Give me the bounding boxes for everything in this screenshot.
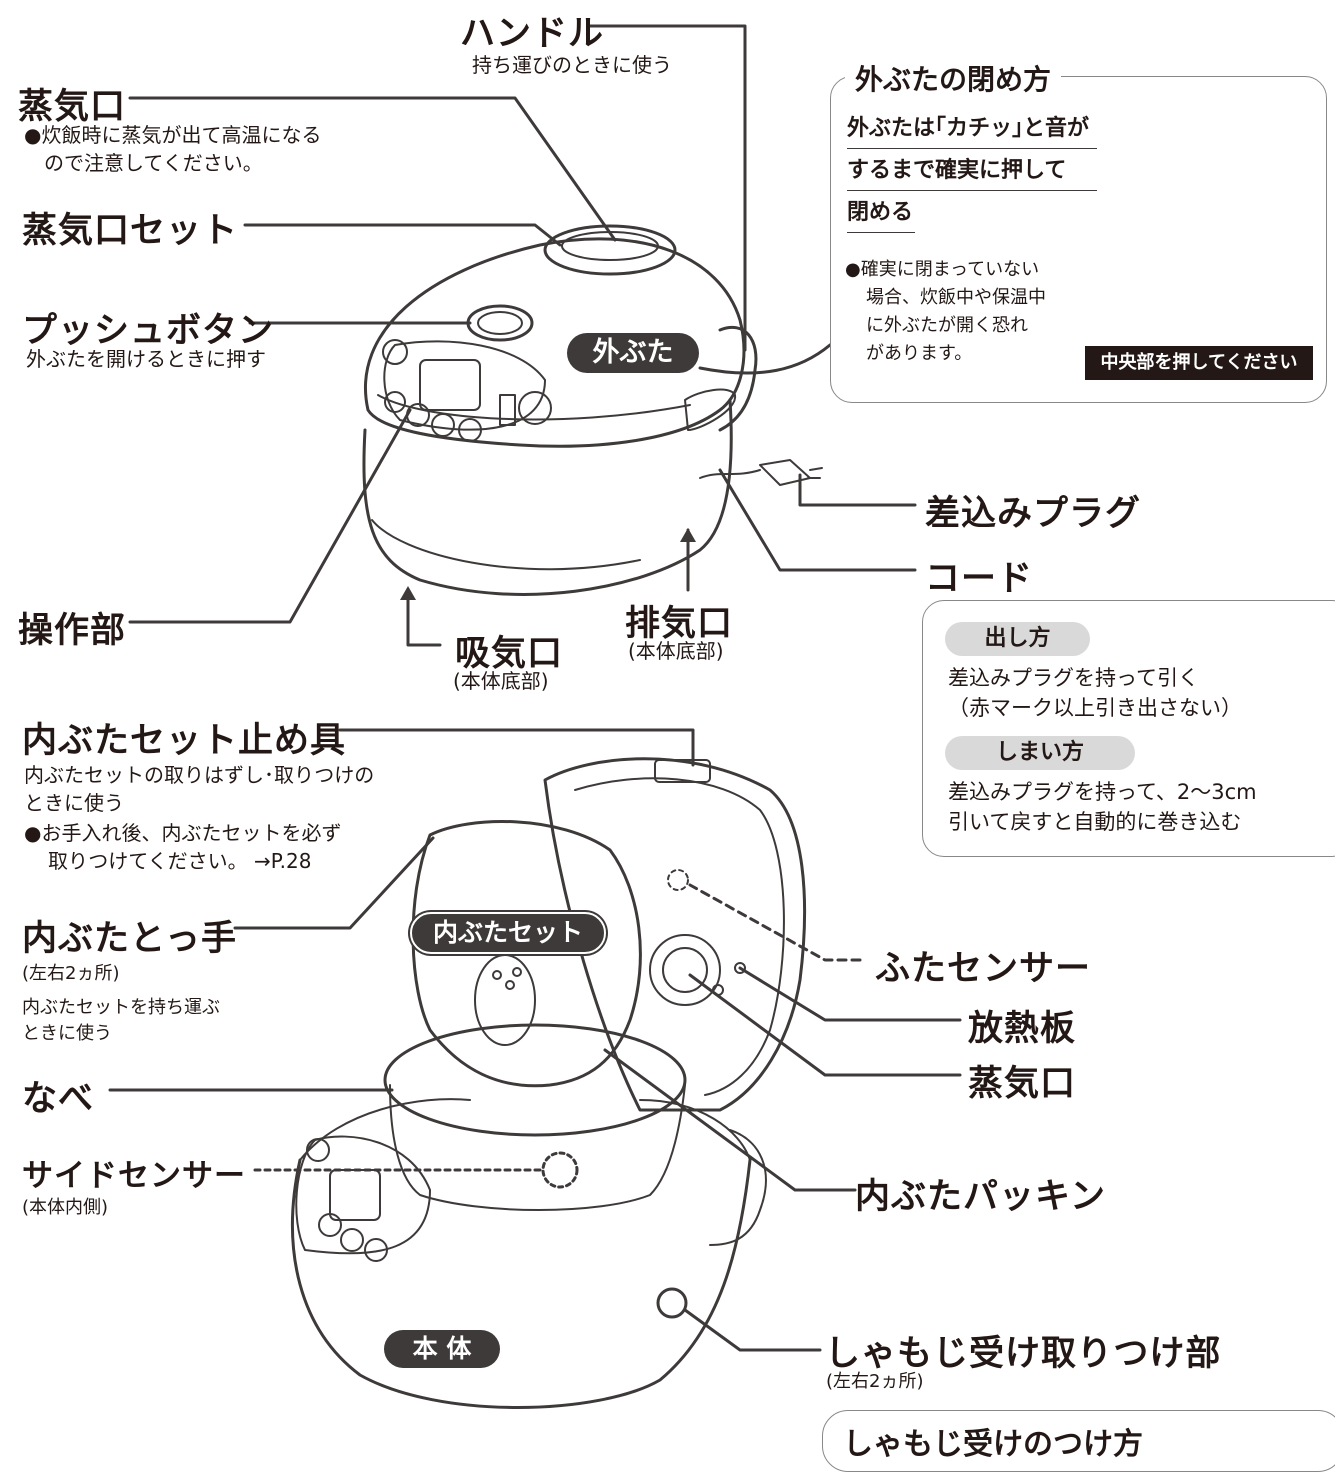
steam-vent-note-2: ので注意してください。 [24, 151, 263, 175]
inner-lid-stopper-note: ●お手入れ後、内ぶたセットを必ず [24, 821, 342, 845]
close-lid-line-2: するまで確実に押して [847, 152, 1097, 191]
inner-lid-handle-desc-2: ときに使う [22, 1023, 112, 1044]
push-button-label: プッシュボタン [22, 311, 275, 351]
close-lid-note-4: があります。 [866, 343, 973, 364]
exhaust-sub: (本体底部) [628, 639, 724, 663]
close-lid-note-2: 場合、炊飯中や保温中 [866, 287, 1046, 308]
rice-cooker-open [291, 757, 807, 1409]
inner-lid-stopper-note-2: 取りつけてください。 →P.28 [48, 849, 312, 873]
paddle-holder-sub: (左右2ヵ所) [826, 1371, 924, 1392]
inner-lid-stopper-desc: 内ぶたセットの取りはずし･取りつけの [24, 763, 375, 787]
lid-sensor-label: ふたセンサー [875, 949, 1092, 989]
inner-lid-handle-desc: 内ぶたセットを持ち運ぶ [22, 997, 220, 1018]
press-center-label: 中央部を押してください [1085, 346, 1313, 380]
handle-label: ハンドル [460, 14, 605, 54]
heat-plate-label: 放熱板 [968, 1009, 1077, 1049]
steam-vent-set-label: 蒸気口セット [22, 211, 239, 251]
take-out-line-1: 差込みプラグを持って引く [948, 666, 1199, 690]
inner-lid-set-badge: 内ぶたセット [410, 912, 606, 954]
inner-lid-packing-label: 内ぶたパッキン [855, 1177, 1106, 1217]
take-out-title: 出し方 [945, 622, 1090, 656]
leader-lines [108, 24, 962, 1352]
close-lid-title: 外ぶたの閉め方 [845, 58, 1062, 98]
close-lid-line-3: 閉める [847, 194, 915, 233]
side-sensor-sub: (本体内側) [22, 1197, 109, 1218]
steam-vent-2-label: 蒸気口 [968, 1064, 1077, 1104]
exhaust-label: 排気口 [625, 604, 734, 644]
store-line-1: 差込みプラグを持って、2〜3cm [948, 780, 1257, 804]
intake-sub: (本体底部) [453, 669, 549, 693]
plug-label: 差込みプラグ [925, 494, 1142, 534]
handle-desc: 持ち運びのときに使う [472, 53, 672, 77]
inner-lid-stopper-label: 内ぶたセット止め具 [22, 721, 347, 761]
steam-vent-label: 蒸気口 [18, 87, 127, 127]
paddle-holder-box: しゃもじ受けのつけ方 [822, 1410, 1335, 1472]
rice-cooker-closed [362, 224, 823, 596]
steam-vent-note: ●炊飯時に蒸気が出て高温になる [24, 123, 322, 147]
inner-lid-handle-sub: (左右2ヵ所) [22, 963, 120, 984]
paddle-holder-label: しゃもじ受け取りつけ部 [825, 1334, 1222, 1374]
close-lid-note-3: に外ぶたが開く恐れ [866, 315, 1028, 336]
close-lid-note-1: ●確実に閉まっていない [845, 259, 1040, 280]
control-panel-label: 操作部 [18, 611, 127, 651]
pot-label: なべ [22, 1079, 95, 1119]
inner-lid-stopper-desc-2: ときに使う [24, 791, 124, 815]
store-title: しまい方 [945, 736, 1135, 770]
take-out-line-2: （赤マーク以上引き出さない） [948, 696, 1242, 720]
inner-lid-handle-label: 内ぶたとっ手 [22, 919, 237, 959]
body-badge: 本 体 [384, 1330, 500, 1368]
cord-label: コード [925, 559, 1034, 599]
outer-lid-badge: 外ぶた [567, 333, 699, 373]
store-line-2: 引いて戻すと自動的に巻き込む [948, 810, 1242, 834]
intake-label: 吸気口 [455, 634, 564, 674]
push-button-desc: 外ぶたを開けるときに押す [26, 347, 266, 371]
side-sensor-label: サイドセンサー [22, 1158, 246, 1194]
close-lid-line-1: 外ぶたは｢カチッ｣と音が [847, 110, 1097, 149]
paddle-holder-box-title: しゃもじ受けのつけ方 [843, 1427, 1143, 1462]
